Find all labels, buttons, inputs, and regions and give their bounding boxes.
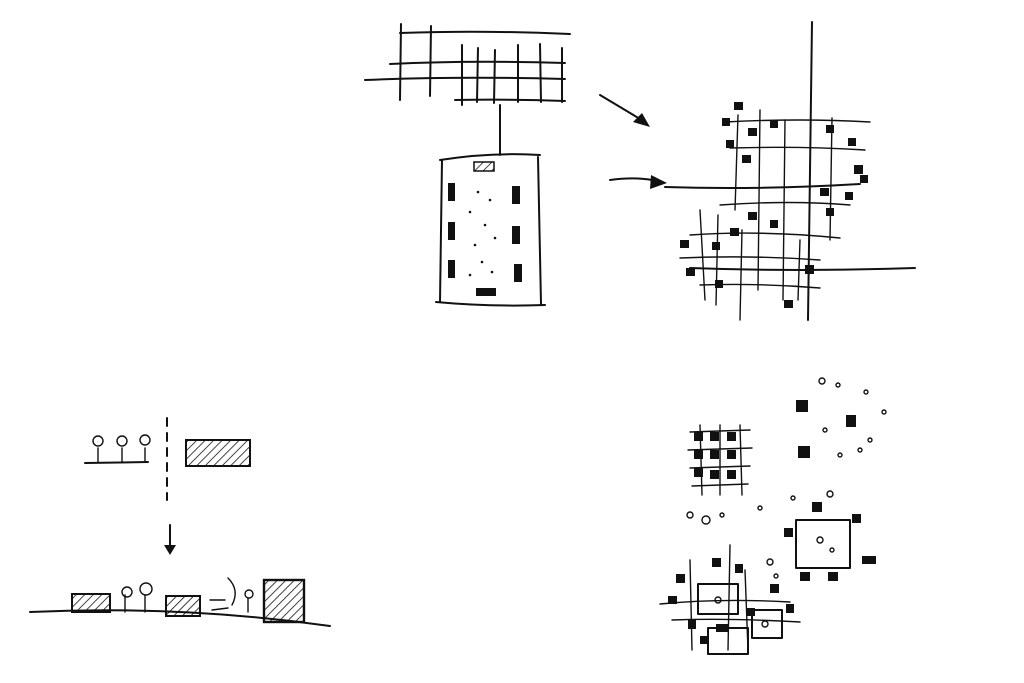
top-grid xyxy=(364,23,571,156)
block-plan xyxy=(435,153,546,307)
cluster-plan xyxy=(659,377,887,655)
grid-overlay-cluster xyxy=(664,21,916,321)
arrow-icon xyxy=(609,175,667,189)
arrow-icon xyxy=(599,94,650,127)
section-street xyxy=(29,417,331,627)
